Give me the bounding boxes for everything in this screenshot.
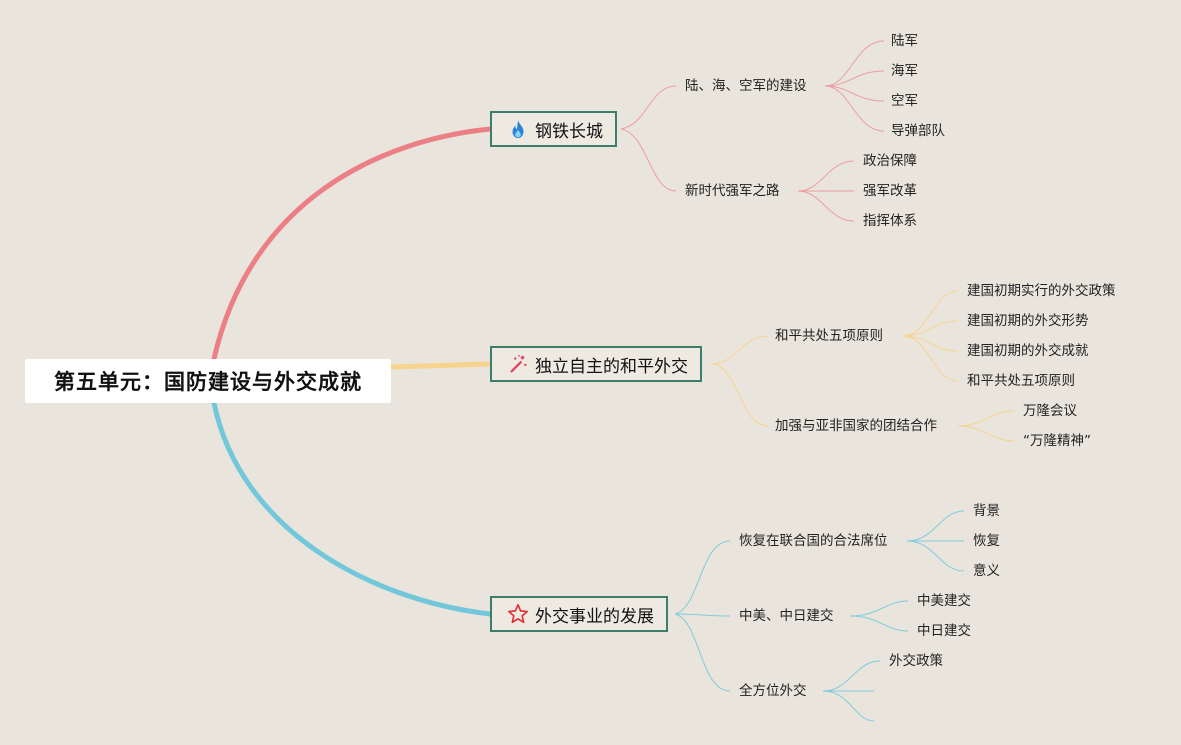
leaf-topic[interactable]: 强军改革 [863,183,917,199]
subtopic[interactable]: 中美、中日建交 [739,608,834,624]
topic-label: 独立自主的和平外交 [535,356,688,377]
branch-curve-peaceful-diplomacy [388,361,493,370]
leaf-topic[interactable]: 外交政策 [889,653,943,669]
leaf-topic[interactable]: 导弹部队 [891,123,945,139]
leaf-topic[interactable]: 建国初期实行的外交政策 [967,283,1116,299]
root-topic[interactable]: 第五单元：国防建设与外交成就 [25,359,391,403]
branch-curve-diplomacy-development [211,400,493,617]
leaf-topic[interactable]: 恢复 [973,533,1000,549]
star-icon [507,603,529,625]
leaf-topic[interactable]: 意义 [973,563,1000,579]
topic-peaceful-diplomacy[interactable]: 独立自主的和平外交 [490,346,702,382]
root-topic-label: 第五单元：国防建设与外交成就 [54,370,362,394]
leaf-topic[interactable]: 海军 [891,63,918,79]
leaf-topic[interactable]: 万隆会议 [1023,403,1077,419]
magic-wand-icon [507,353,529,375]
topic-steel-great-wall[interactable]: 钢铁长城 [490,111,617,147]
leaf-topic[interactable]: 中美建交 [917,593,971,609]
leaf-topic[interactable]: 陆军 [891,33,918,49]
subtopic[interactable]: 陆、海、空军的建设 [685,78,807,94]
leaf-topic[interactable]: 空军 [891,93,918,109]
subtopic[interactable]: 和平共处五项原则 [775,328,883,344]
topic-label: 钢铁长城 [535,121,603,142]
subtopic[interactable]: 恢复在联合国的合法席位 [739,533,888,549]
link-b1-l2a [620,85,677,130]
fire-icon [507,118,529,140]
leaf-topic[interactable]: 指挥体系 [863,213,917,229]
subtopic[interactable]: 全方位外交 [739,683,807,699]
topic-label: 外交事业的发展 [535,606,654,627]
link-b1-l2b [620,128,677,192]
leaf-topic[interactable]: 建国初期的外交形势 [967,313,1089,329]
subtopic[interactable]: 加强与亚非国家的团结合作 [775,418,937,434]
leaf-topic[interactable]: 背景 [973,503,1000,519]
subtopic[interactable]: 新时代强军之路 [685,183,780,199]
topic-diplomacy-development[interactable]: 外交事业的发展 [490,596,668,632]
leaf-topic[interactable]: 和平共处五项原则 [967,373,1075,389]
leaf-topic[interactable]: 建国初期的外交成就 [967,343,1089,359]
leaf-topic[interactable]: 中日建交 [917,623,971,639]
branch-curve-steel-wall [211,126,493,362]
leaf-topic[interactable]: “万隆精神” [1023,433,1091,449]
leaf-topic[interactable]: 政治保障 [863,153,917,169]
